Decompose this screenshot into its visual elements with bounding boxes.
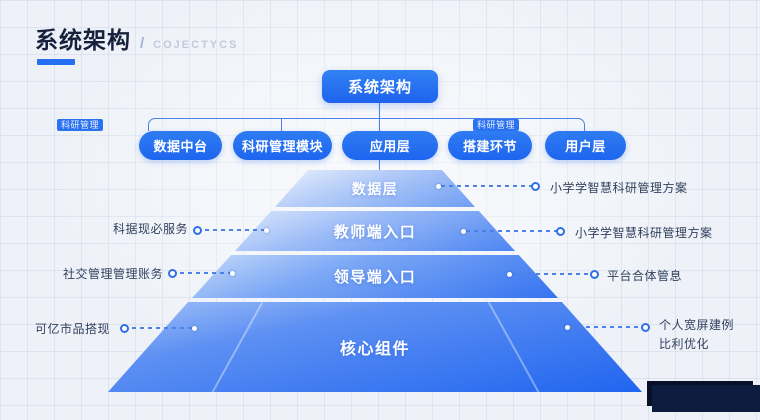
org-bracket-line xyxy=(148,118,585,131)
callout-right-1-label: 小学学智慧科研管理方案 xyxy=(550,181,688,195)
callout-right-2-ring xyxy=(556,227,565,236)
callout-right-2-dot xyxy=(461,229,466,234)
callout-right-4-line xyxy=(570,326,643,328)
callout-left-1-label: 科据现必服务 xyxy=(112,222,188,236)
header: 系统架构 / COJECTYCS xyxy=(35,21,238,55)
watermark-box xyxy=(652,385,760,412)
layer-label: 数据层 xyxy=(351,180,399,197)
callout-right-4-line1: 个人宽屏建例 xyxy=(659,318,735,332)
callout-right-4-dot xyxy=(565,325,570,330)
node-application-layer: 应用层 xyxy=(342,131,438,160)
pyramid-layer-data: 数据层 xyxy=(275,170,475,207)
callout-left-2-dot xyxy=(230,271,235,276)
pyramid-facet-line xyxy=(210,302,263,392)
tag-right: 科研管理 xyxy=(473,119,520,131)
callout-right-3-ring xyxy=(590,270,599,279)
callout-right-4-line2: 比利优化 xyxy=(659,337,710,352)
callout-left-1-dot xyxy=(264,228,269,233)
callout-left-3-dot xyxy=(192,326,197,331)
layer-label: 核心组件 xyxy=(339,341,410,358)
node-data-middle-platform: 数据中台 xyxy=(139,131,222,160)
callout-left-2-ring xyxy=(168,269,177,278)
callout-left-3-label: 可亿市品搭现 xyxy=(34,322,110,336)
node-research-module: 科研管理模块 xyxy=(233,131,332,160)
callout-right-4-ring xyxy=(641,323,650,332)
callout-right-3-line xyxy=(512,273,592,275)
callout-right-3-dot xyxy=(507,272,512,277)
title-slash: / xyxy=(140,35,145,52)
callout-left-2-label: 社交管理管理账务 xyxy=(62,267,163,281)
page-title: 系统架构 xyxy=(35,27,131,53)
callout-right-2-line xyxy=(466,230,558,232)
callout-left-1-line xyxy=(205,229,265,231)
page-subtitle: COJECTYCS xyxy=(153,39,239,51)
callout-left-3-ring xyxy=(120,324,129,333)
pyramid-layer-leader: 领导端入口 xyxy=(192,255,558,298)
layer-label: 教师端入口 xyxy=(333,223,417,241)
callout-right-4-label: 个人宽屏建例 比利优化 xyxy=(659,316,734,354)
node-user-layer: 用户层 xyxy=(545,131,626,160)
callout-right-2-label: 小学学智慧科研管理方案 xyxy=(575,226,713,240)
callout-left-1-ring xyxy=(193,226,202,235)
node-build-stage: 搭建环节 xyxy=(448,131,532,160)
root-node: 系统架构 xyxy=(322,70,438,103)
callout-right-3-label: 平台合体管息 xyxy=(607,269,683,283)
title-underline xyxy=(37,59,75,65)
tag-left: 科研管理 xyxy=(57,119,104,131)
pyramid-facet-line xyxy=(487,302,540,392)
pyramid-layer-core: 核心组件 xyxy=(108,302,642,392)
callout-left-3-line xyxy=(132,327,194,329)
callout-left-2-line xyxy=(180,272,232,274)
layer-label: 领导端入口 xyxy=(333,269,417,286)
drop-line-node-2 xyxy=(281,118,282,131)
callout-right-1-ring xyxy=(531,182,540,191)
callout-right-1-line xyxy=(441,185,533,187)
callout-right-1-dot xyxy=(436,184,441,189)
